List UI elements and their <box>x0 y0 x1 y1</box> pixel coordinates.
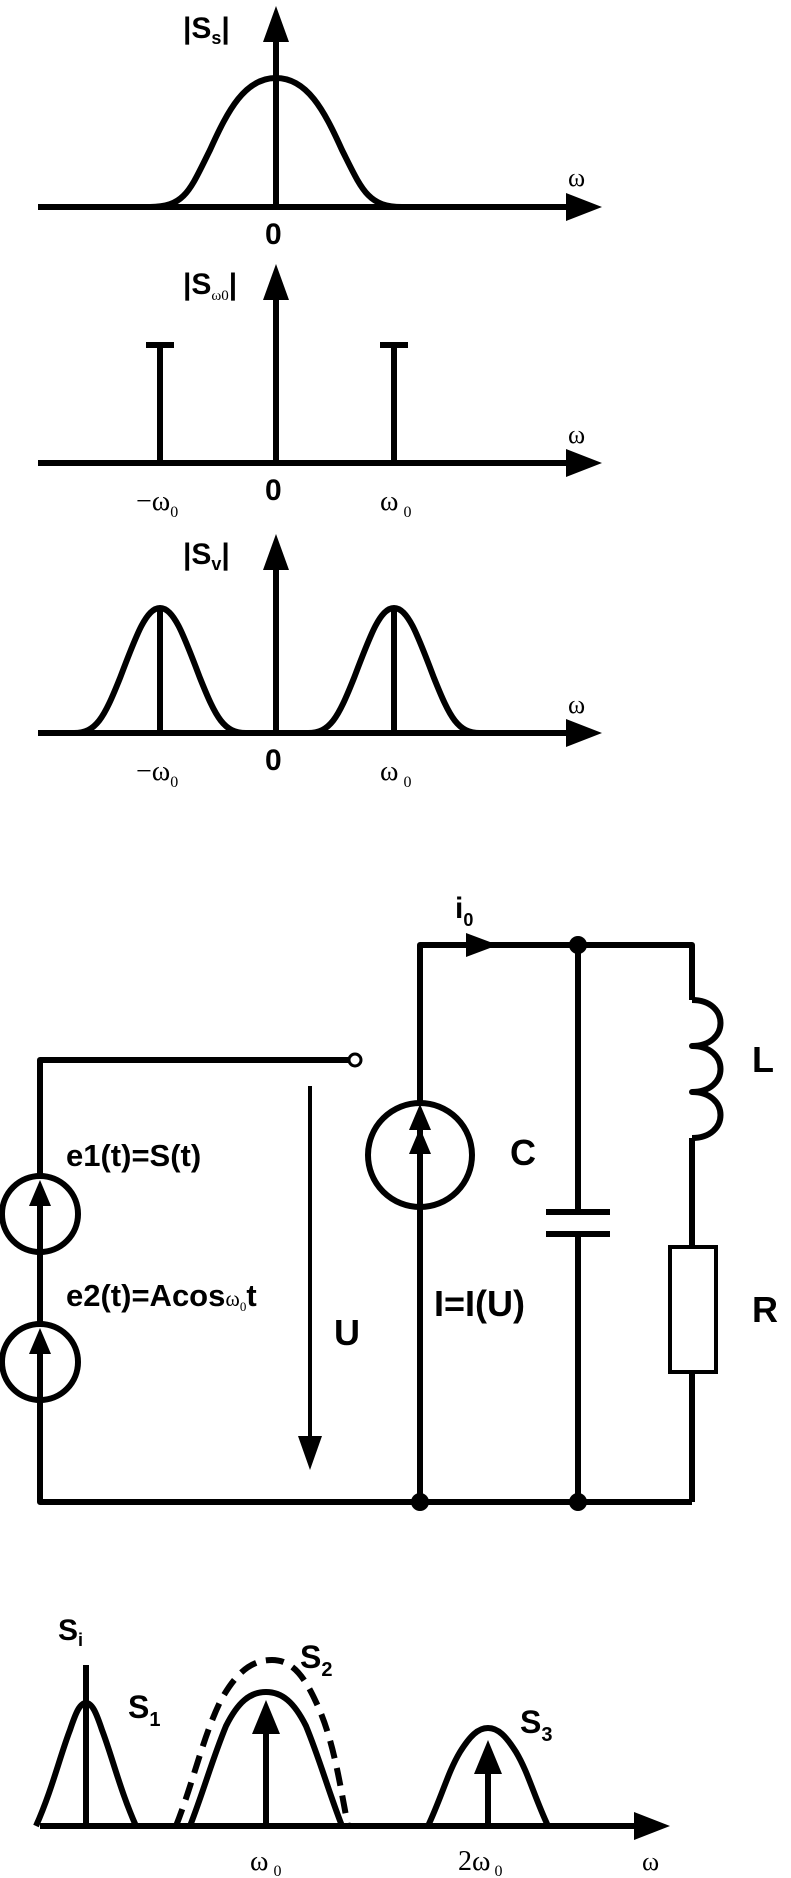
ss-x-arrowhead <box>566 193 602 221</box>
C-label: C <box>510 1132 536 1173</box>
L-label: L <box>752 1039 774 1080</box>
si-s2-label: S2 <box>300 1639 332 1681</box>
resistor-R <box>668 1245 718 1374</box>
open-terminal <box>347 1052 363 1068</box>
si-x-arrowhead <box>634 1812 670 1840</box>
junction-top-c <box>569 936 587 954</box>
sw0-zero-label: 0 <box>265 474 282 507</box>
top-left-wire <box>37 1057 350 1184</box>
I-label: I=I(U) <box>434 1283 525 1324</box>
sv-neg-w0-label: −ω0 <box>136 756 178 791</box>
junction-bottom-source <box>411 1493 429 1511</box>
left-loop-wire <box>37 1180 420 1505</box>
ss-x-label: ω <box>568 163 585 192</box>
ss-y-label: |Ss| <box>183 12 230 48</box>
ss-spectrum-curve <box>149 75 403 210</box>
ss-y-arrowhead <box>263 6 289 42</box>
si-arrowhead-w0 <box>252 1700 280 1734</box>
voltage-source-e2 <box>0 1321 81 1403</box>
sw0-y-label: |Sω0| <box>183 268 237 304</box>
voltage-U-arrowhead <box>298 1436 322 1470</box>
si-s1-label: S1 <box>128 1689 160 1731</box>
si-arrowhead-2w0 <box>474 1740 502 1774</box>
ss-zero-label: 0 <box>265 218 282 251</box>
sv-y-label: |Sv| <box>183 538 230 574</box>
current-source-branch <box>417 942 690 1502</box>
si-x-label: ω <box>642 1847 659 1876</box>
U-label: U <box>334 1312 360 1353</box>
sw0-neg-w0-label: −ω0 <box>136 486 178 521</box>
sw0-line-neg <box>146 342 174 463</box>
junction-bottom-c <box>569 1493 587 1511</box>
circuit: i0 e1(t)=S(t) e2(t)=Acosω0t U C L R I=I(… <box>0 892 778 1511</box>
rl-branch-top <box>689 942 695 1000</box>
voltage-source-e1 <box>0 1173 81 1255</box>
sv-x-label: ω <box>568 690 585 719</box>
sw0-line-pos <box>380 342 408 463</box>
sw0-x-label: ω <box>568 420 585 449</box>
si-y-label: Si <box>58 1614 83 1650</box>
i0-arrowhead <box>466 933 498 957</box>
e2-label: e2(t)=Acosω0t <box>66 1278 257 1314</box>
sw0-x-arrowhead <box>566 449 602 477</box>
si-curve-s2-dashed <box>173 1656 351 1828</box>
inductor-L <box>689 997 724 1141</box>
R-label: R <box>752 1289 778 1330</box>
si-curve-s1 <box>33 1700 139 1828</box>
i0-label: i0 <box>455 892 473 930</box>
si-s3-label: S3 <box>520 1704 552 1746</box>
e1-label: e1(t)=S(t) <box>66 1138 201 1173</box>
sw0-y-arrowhead <box>263 264 289 300</box>
si-curve-s3 <box>425 1725 551 1828</box>
sv-x-arrowhead <box>566 719 602 747</box>
sv-zero-label: 0 <box>265 744 282 777</box>
si-curve-s2 <box>187 1689 345 1828</box>
sv-y-arrowhead <box>263 534 289 570</box>
controlled-current-source <box>365 1100 475 1210</box>
spectrum-ss-panel: |Ss| ω 0 <box>38 6 602 251</box>
